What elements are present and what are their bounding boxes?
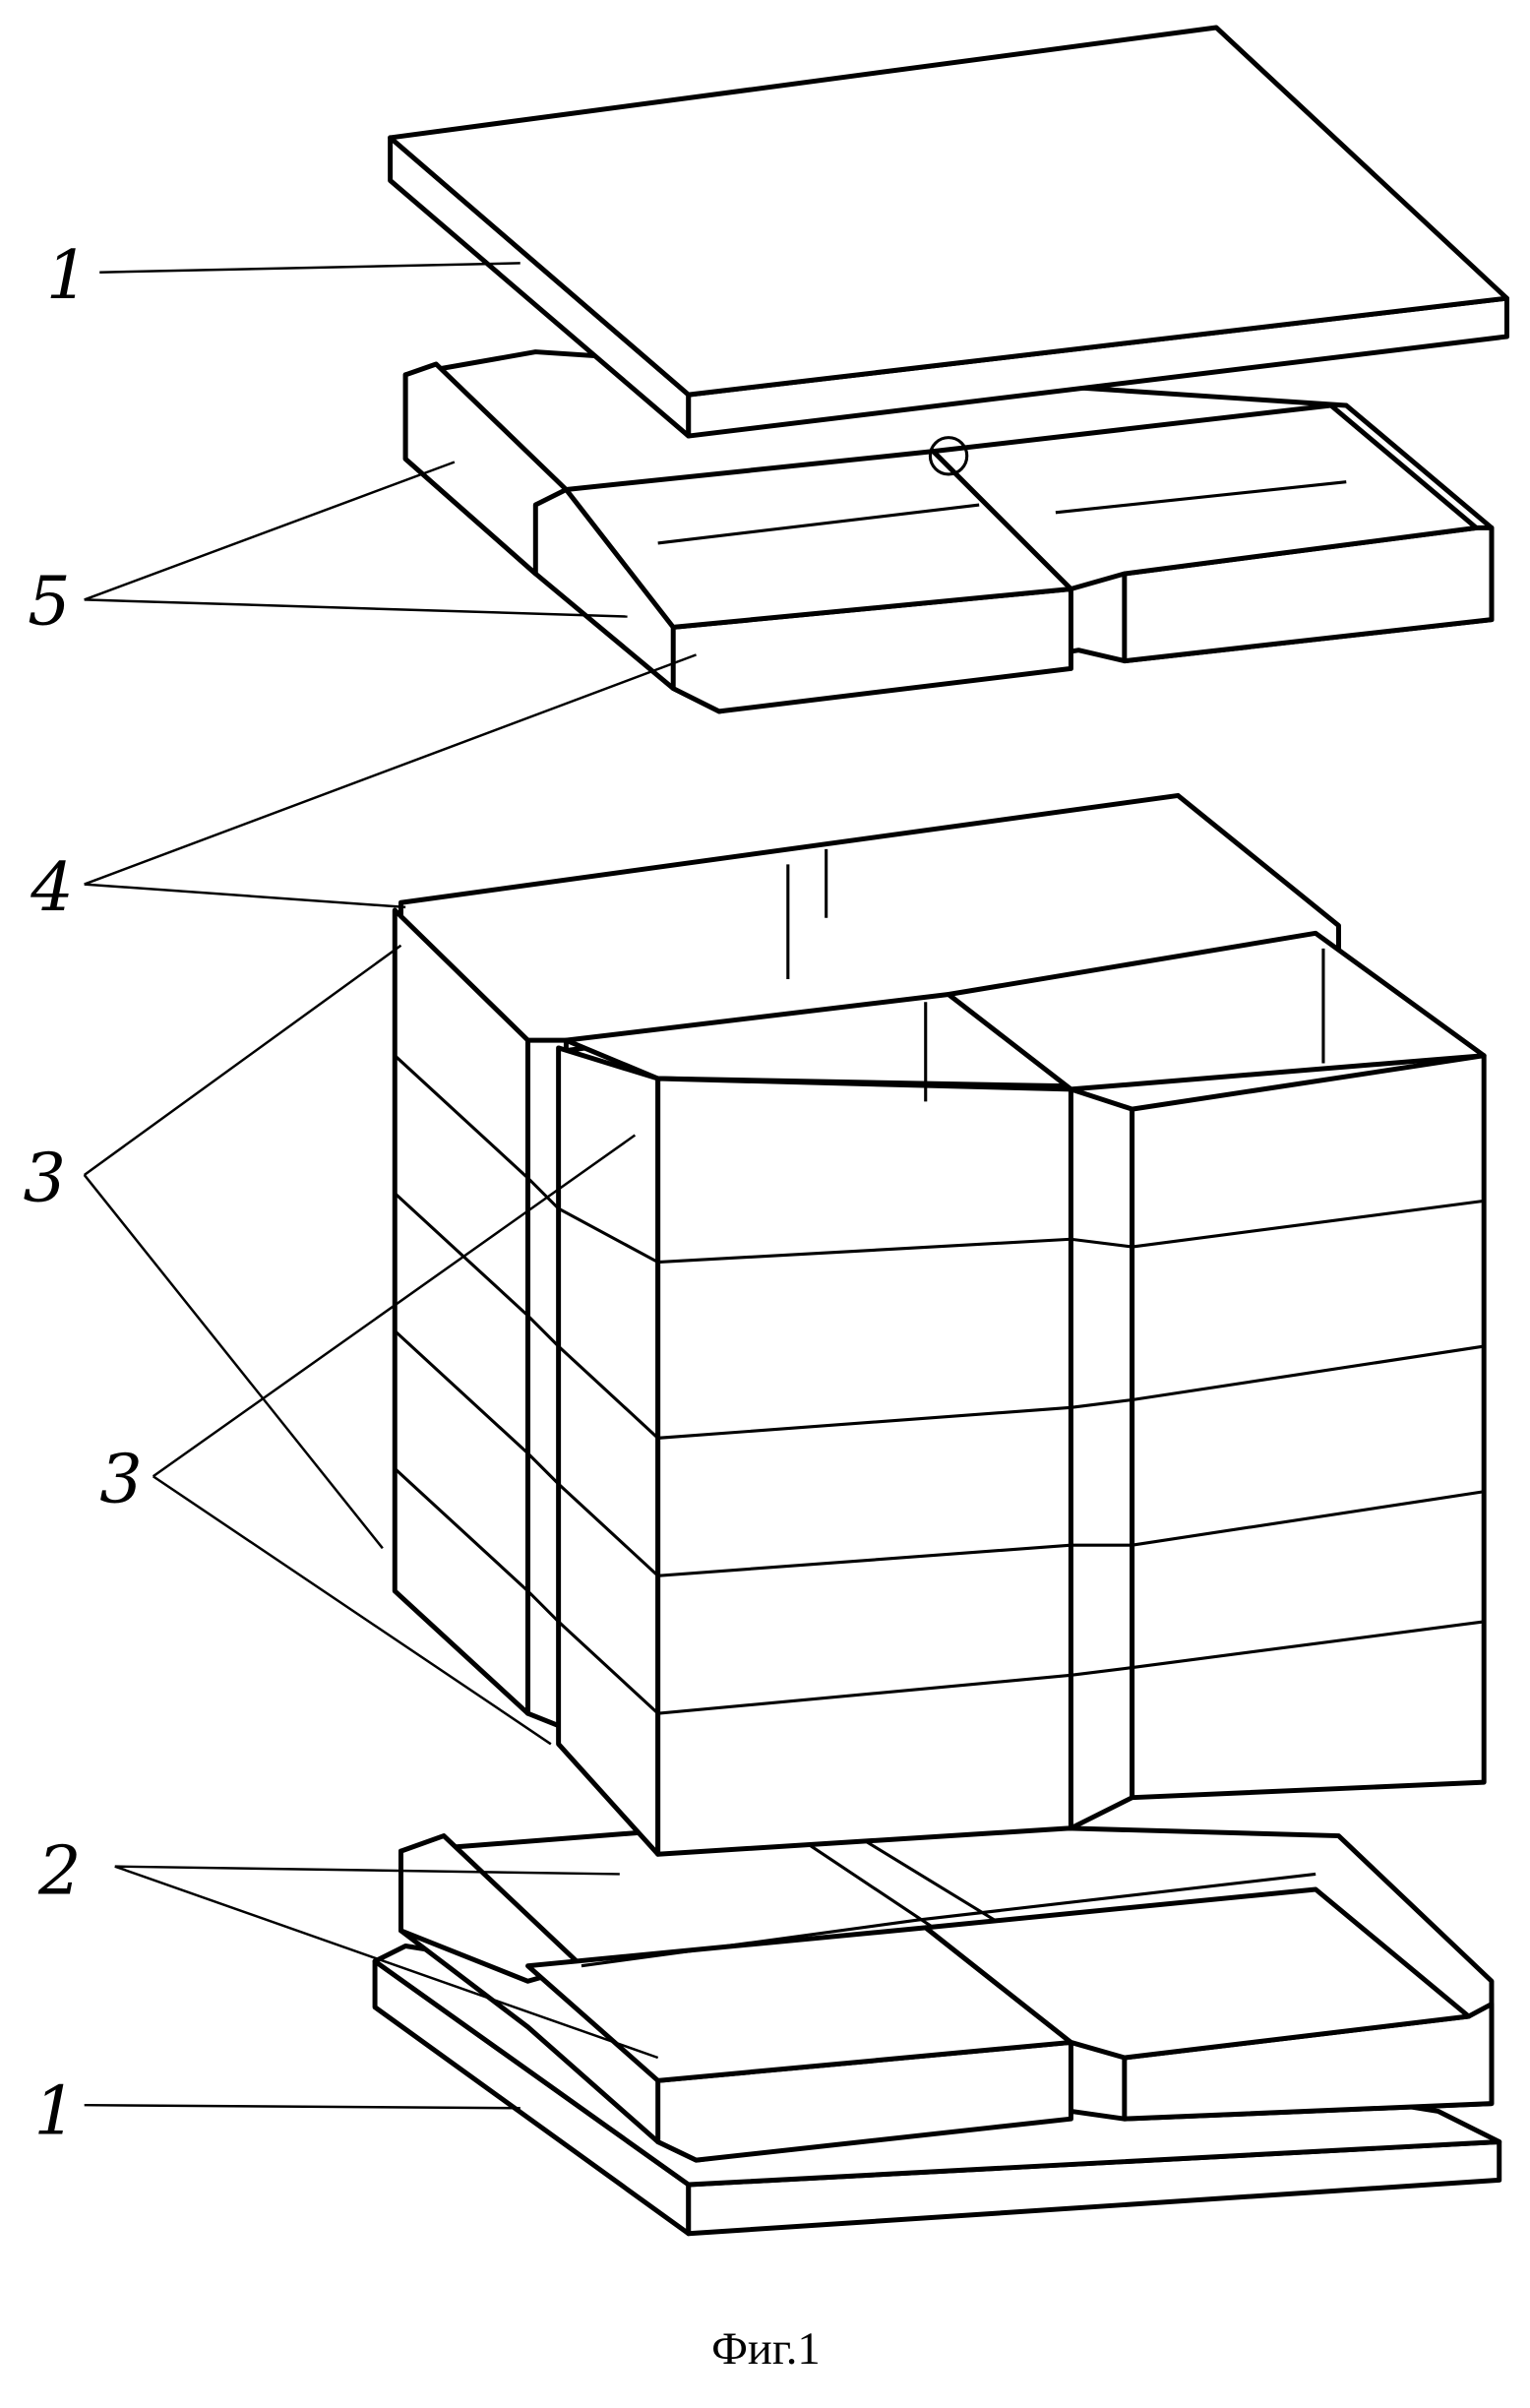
label-corner-pieces: 4 xyxy=(30,849,74,927)
label-rear-columns: 3 xyxy=(24,1140,67,1217)
figure-caption: Фиг.1 xyxy=(711,2323,821,2375)
label-upper-trays: 5 xyxy=(28,563,71,641)
label-front-columns: 3 xyxy=(99,1442,143,1519)
upper-trays xyxy=(402,349,1495,714)
lower-trays xyxy=(398,1818,1495,2163)
label-bottom-lid: 1 xyxy=(33,2073,77,2151)
leader-lines xyxy=(83,262,697,2110)
middle-block xyxy=(392,792,1487,1857)
label-top-lid: 1 xyxy=(46,237,90,315)
label-lower-trays: 2 xyxy=(37,1833,82,1911)
top-lid xyxy=(388,25,1509,439)
